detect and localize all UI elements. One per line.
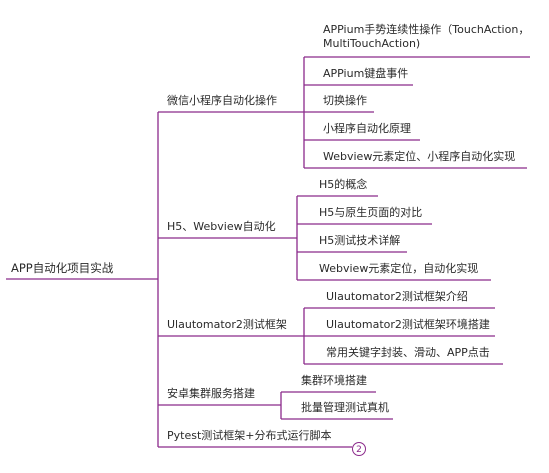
branch-wechat-miniprogram[interactable]: 微信小程序自动化操作 [167,94,277,107]
leaf-keyboard-event[interactable]: APPium键盘事件 [323,67,409,80]
collapsed-children-badge[interactable]: 2 [352,442,366,456]
root-node[interactable]: APP自动化项目实战 [11,261,114,275]
leaf-h5-native-compare[interactable]: H5与原生页面的对比 [319,206,423,219]
leaf-uiautomator2-intro[interactable]: Ulautomator2测试框架介绍 [326,290,468,303]
leaf-switch-operation[interactable]: 切换操作 [323,94,367,107]
leaf-keyword-swipe-click[interactable]: 常用关键字封装、滑动、APP点击 [326,346,490,359]
leaf-cluster-env[interactable]: 集群环境搭建 [301,374,367,387]
leaf-webview-locate-auto[interactable]: Webview元素定位，自动化实现 [319,262,479,275]
branch-android-cluster[interactable]: 安卓集群服务搭建 [167,387,255,400]
leaf-h5-concept[interactable]: H5的概念 [319,178,368,191]
leaf-miniprogram-principle[interactable]: 小程序自动化原理 [323,122,411,135]
branch-h5-webview[interactable]: H5、Webview自动化 [167,220,276,233]
leaf-uiautomator2-env[interactable]: Ulautomator2测试框架环境搭建 [326,318,490,331]
branch-uiautomator2[interactable]: Ulautomator2测试框架 [167,318,287,331]
branch-pytest-distributed[interactable]: Pytest测试框架+分布式运行脚本 [167,429,332,442]
leaf-batch-devices[interactable]: 批量管理测试真机 [301,401,389,414]
leaf-touch-action[interactable]: APPium手势连续性操作（TouchAction，MultiTouchActi… [323,23,530,50]
connector-lines [6,56,530,448]
leaf-h5-test-tech[interactable]: H5测试技术详解 [319,234,401,247]
leaf-webview-locate-miniprogram[interactable]: Webview元素定位、小程序自动化实现 [323,150,516,163]
